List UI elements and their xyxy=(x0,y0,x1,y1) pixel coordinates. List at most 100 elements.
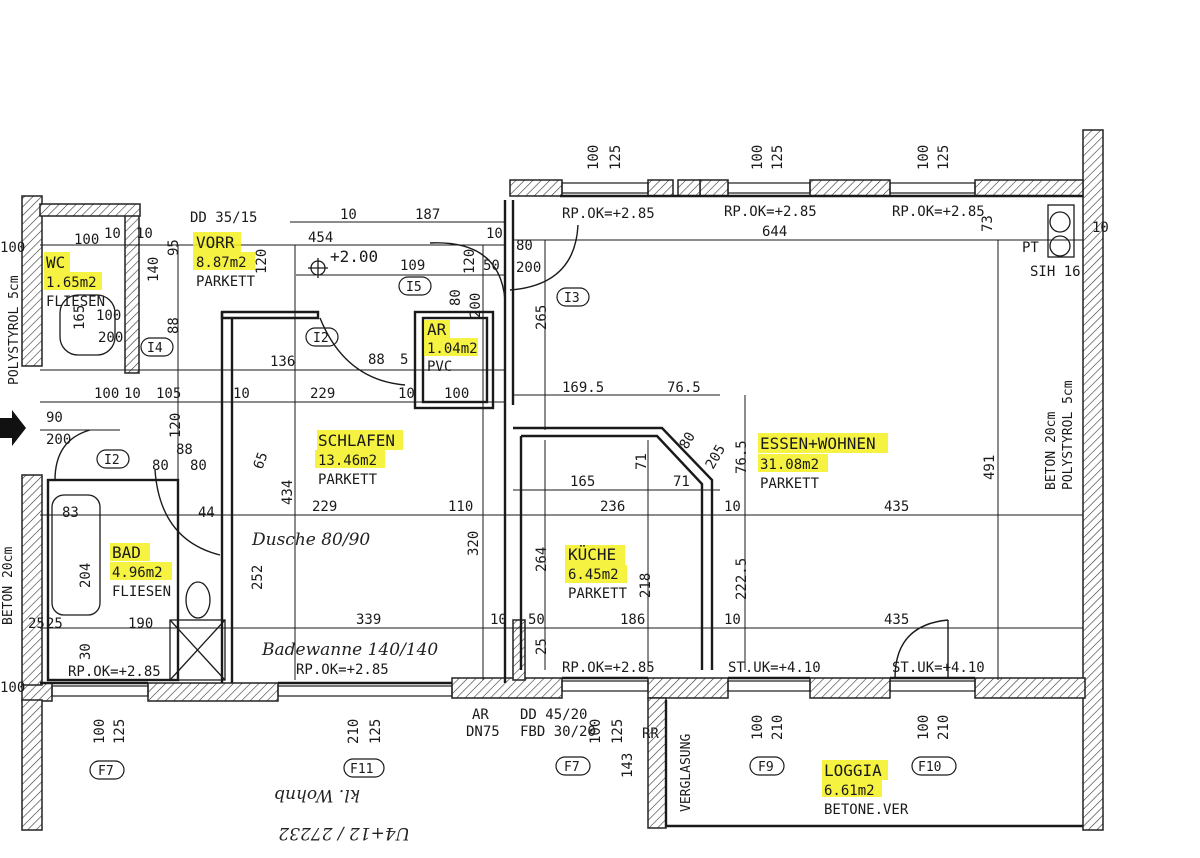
dim-text: 100 xyxy=(750,715,766,740)
shower-tray xyxy=(169,619,226,681)
dim-text: 50 xyxy=(528,612,545,628)
dim-text: 120 xyxy=(254,249,270,274)
marker-f9: F9 xyxy=(758,760,774,775)
room-floor: PARKETT xyxy=(196,274,256,290)
wall-bottom-right xyxy=(809,677,891,699)
dim-text: 200 xyxy=(516,260,541,276)
dim-text: 10 xyxy=(724,499,741,515)
marker-i2: I2 xyxy=(104,453,120,468)
dim-text: 120 xyxy=(168,413,184,438)
section-markers xyxy=(89,276,957,780)
wall-top-block2 xyxy=(677,179,701,197)
room-ar: AR 1.04m2 PVC xyxy=(427,320,478,375)
wall-bottom-corner xyxy=(974,677,1086,699)
dim-text: 109 xyxy=(400,258,425,274)
note-dd-bottom: DD 45/20 xyxy=(520,707,587,723)
dim-text: 491 xyxy=(982,455,998,480)
dim-text: 88 xyxy=(166,317,182,334)
dim-text: 205 xyxy=(703,442,730,472)
room-name: WC xyxy=(46,253,65,272)
dim-text: 100 xyxy=(750,145,766,170)
dim-text: 320 xyxy=(466,531,482,556)
dim-text: 100 xyxy=(444,386,469,402)
room-bad: BAD 4.96m2 FLIESEN xyxy=(112,543,171,600)
dim-text: 200 xyxy=(468,293,484,318)
room-floor: FLIESEN xyxy=(46,294,105,310)
level-st-uk: ST.UK=+4.10 xyxy=(728,660,821,676)
dim-text: 76.5 xyxy=(734,440,750,474)
note-dn75: DN75 xyxy=(466,724,500,740)
wall-left xyxy=(21,195,43,367)
dim-text: 125 xyxy=(770,145,786,170)
note-ar: AR xyxy=(472,707,489,723)
level-rp-ok: RP.OK=+2.85 xyxy=(892,204,985,220)
dim-text: 100 xyxy=(74,232,99,248)
dim-text: 190 xyxy=(128,616,153,632)
level-rp-ok: RP.OK=+2.85 xyxy=(562,660,655,676)
dim-text: 80 xyxy=(448,289,464,306)
room-name: ESSEN+WOHNEN xyxy=(760,434,876,453)
dim-text: 80 xyxy=(677,429,699,452)
dim-text: 210 xyxy=(770,715,786,740)
dim-text: 10 xyxy=(233,386,250,402)
level-st-uk: ST.UK=+4.10 xyxy=(892,660,985,676)
dim-text: 339 xyxy=(356,612,381,628)
dim-text: 435 xyxy=(884,499,909,515)
doors xyxy=(54,224,949,679)
wall-bottom-mid xyxy=(451,677,563,699)
room-name: LOGGIA xyxy=(824,761,882,780)
dim-text: 100 xyxy=(916,145,932,170)
marker-f7: F7 xyxy=(98,764,114,779)
marker-f7: F7 xyxy=(564,760,580,775)
dim-text: 10 xyxy=(124,386,141,402)
marker-f10: F10 xyxy=(918,760,941,775)
wall-left-low xyxy=(21,474,43,686)
dim-text: 200 xyxy=(46,432,71,448)
room-floor: FLIESEN xyxy=(112,584,171,600)
dim-text: 25 xyxy=(534,638,550,655)
dim-text: 125 xyxy=(608,145,624,170)
room-schlafen: SCHLAFEN 13.46m2 PARKETT xyxy=(318,431,395,488)
dim-text: 71 xyxy=(634,453,650,470)
room-floor: PARKETT xyxy=(760,476,820,492)
dim-text: 100 xyxy=(92,719,108,744)
windows-top xyxy=(51,182,976,697)
dim-text: 100 xyxy=(96,308,121,324)
notes: DD 35/15 DD 45/20 FBD 30/20 AR DN75 PT S… xyxy=(1,210,1081,843)
dim-text: 236 xyxy=(600,499,625,515)
room-name: KÜCHE xyxy=(568,545,616,564)
note-badewanne: Badewanne 140/140 xyxy=(261,640,438,660)
room-area: 4.96m2 xyxy=(112,565,163,581)
note-rr: RR xyxy=(642,726,659,742)
dim-text: 100 xyxy=(94,386,119,402)
dim-text: 125 xyxy=(936,145,952,170)
dim-text: 186 xyxy=(620,612,645,628)
room-area: 6.45m2 xyxy=(568,567,619,583)
dim-text: 88 xyxy=(368,352,385,368)
level-rp-ok: RP.OK=+2.85 xyxy=(724,204,817,220)
dim-text: 10 xyxy=(1092,220,1109,236)
fixtures xyxy=(51,204,1075,681)
dim-text: 169.5 xyxy=(562,380,604,396)
dim-text: 264 xyxy=(534,547,550,572)
dim-text: 100 xyxy=(588,719,604,744)
interior-walls xyxy=(40,194,1083,828)
dim-text: 110 xyxy=(448,499,473,515)
wall-top-mid xyxy=(699,179,729,197)
level-rp-ok: RP.OK=+2.85 xyxy=(68,664,161,680)
dim-text: 80 xyxy=(516,238,533,254)
dim-text: 10 xyxy=(490,612,507,628)
dim-text: 30 xyxy=(78,643,94,660)
sink xyxy=(185,581,211,619)
wall-bottom-mid2 xyxy=(647,677,729,699)
level-rp-ok: RP.OK=+2.85 xyxy=(562,206,655,222)
level-notes: RP.OK=+2.85 RP.OK=+2.85 RP.OK=+2.85 RP.O… xyxy=(68,204,985,680)
dim-text: 10 xyxy=(104,226,121,242)
dim-text: 229 xyxy=(310,386,335,402)
dimension-texts: 454 187 10 644 10 80 200 109 50 136 88 5… xyxy=(0,145,1109,778)
note-beton-right: BETON 20cm xyxy=(1044,412,1059,490)
level-rp-ok: RP.OK=+2.85 xyxy=(296,662,389,678)
dim-text: 210 xyxy=(346,719,362,744)
room-floor: PARKETT xyxy=(568,586,628,602)
